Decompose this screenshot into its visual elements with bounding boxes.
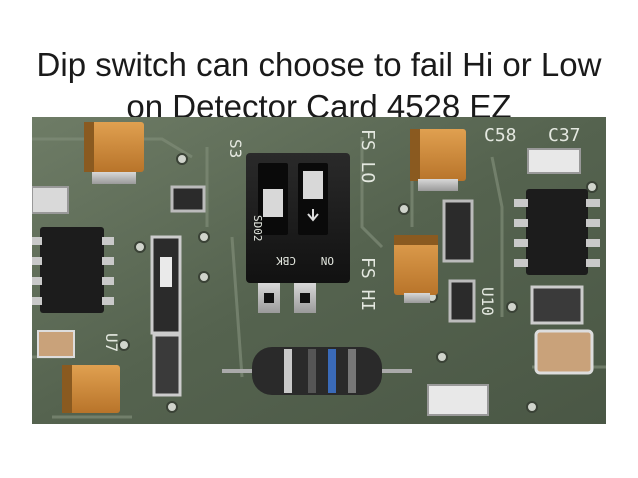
- label-c37: C37: [548, 125, 581, 146]
- axial-resistor: [222, 347, 412, 395]
- dip-switch: [246, 153, 350, 313]
- arrow-down-icon: [307, 209, 319, 222]
- smd-resistors: [32, 148, 594, 416]
- label-u10: U10: [478, 287, 497, 316]
- tantalum-capacitor-top-right: [410, 129, 466, 191]
- tantalum-capacitor-top-left: [84, 122, 144, 184]
- circuit-board-photo: S3 FS LO FS HI C58 C37 U7 U10 SD02 CBK O…: [32, 117, 606, 424]
- label-u7: U7: [102, 333, 121, 352]
- label-fs-lo: FS LO: [357, 129, 378, 183]
- tantalum-capacitor-middle: [394, 235, 438, 303]
- title-line-1: Dip switch can choose to fail Hi or Low: [36, 46, 602, 84]
- silkscreen-labels: S3 FS LO FS HI C58 C37 U7 U10 SD02 CBK O…: [102, 125, 581, 352]
- dip-switch-lever-1: [263, 189, 283, 217]
- label-on: ON: [321, 254, 334, 267]
- label-cbk: CBK: [276, 254, 296, 267]
- label-c58: C58: [484, 125, 517, 146]
- slide-title: Dip switch can choose to fail Hi or Low …: [20, 44, 618, 128]
- ic-chip-left: [32, 227, 114, 313]
- label-sd02: SD02: [251, 215, 264, 242]
- dip-switch-lever-2: [303, 171, 323, 199]
- label-s3: S3: [226, 139, 245, 158]
- label-fs-hi: FS HI: [357, 257, 378, 311]
- tantalum-capacitor-bottom-left: [62, 365, 120, 413]
- ic-chip-right: [514, 189, 600, 275]
